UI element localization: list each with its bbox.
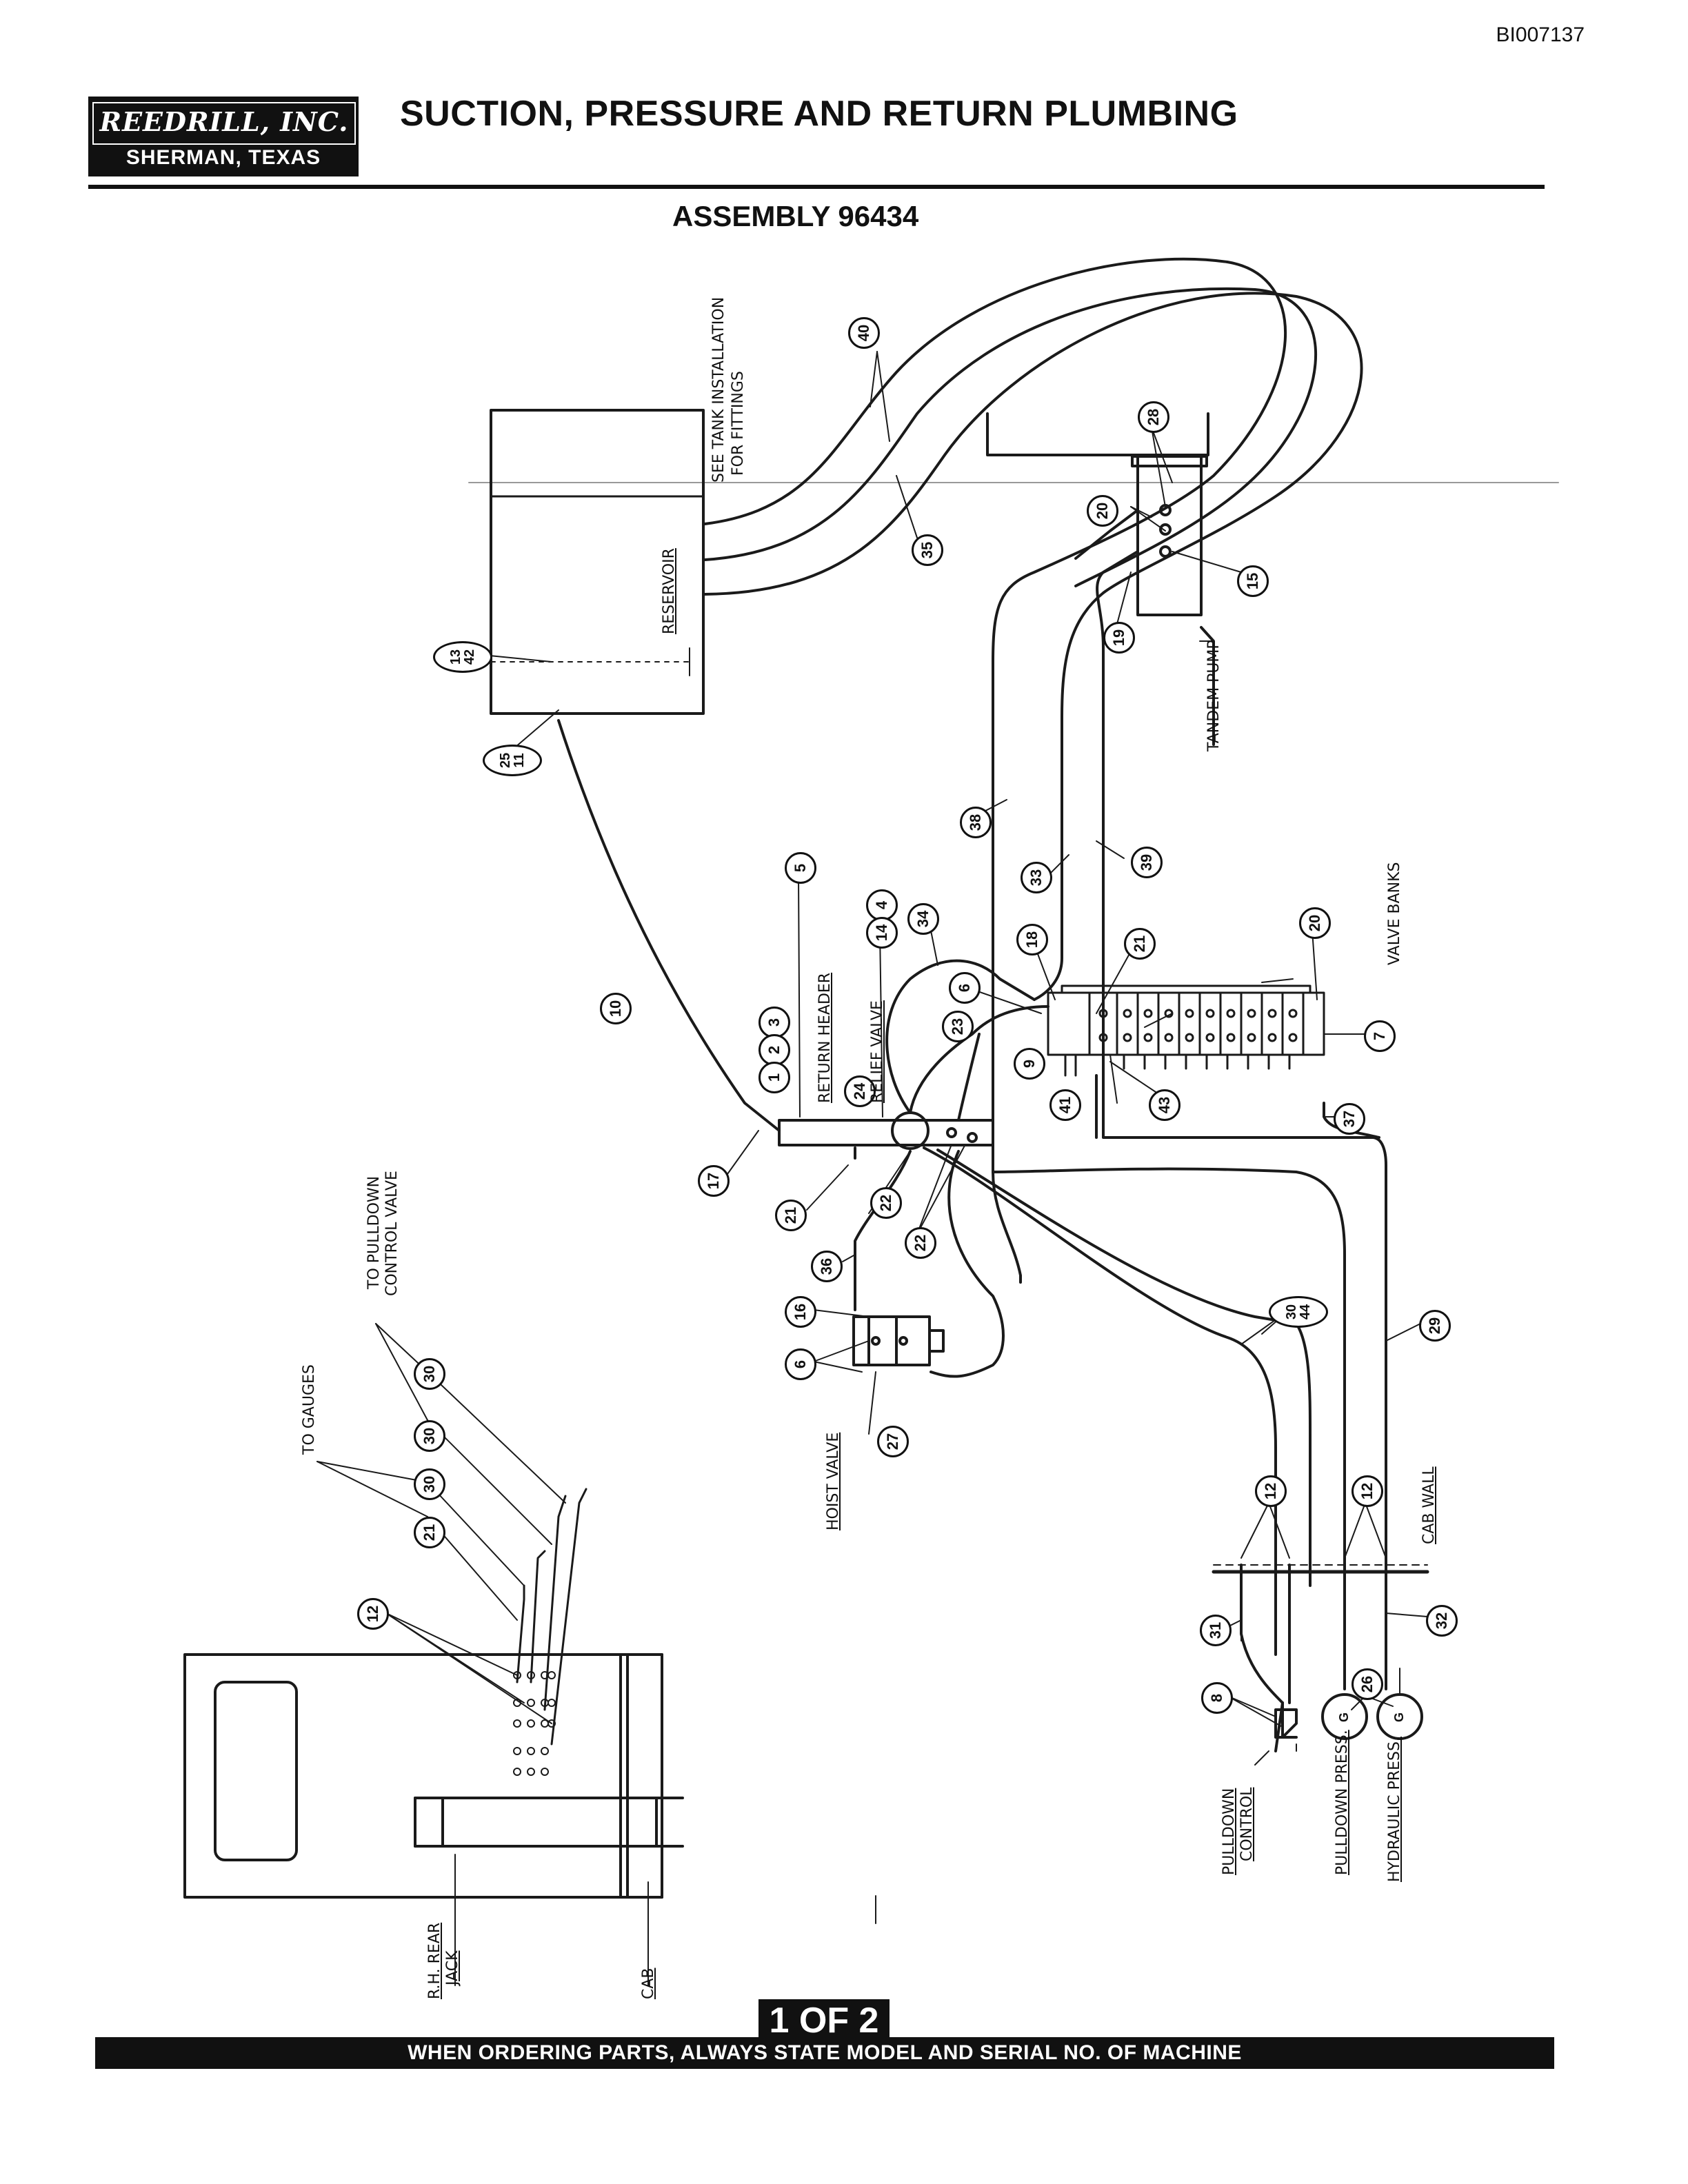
pulldown-control bbox=[1274, 1701, 1298, 1752]
valve-bank bbox=[1047, 984, 1325, 1077]
console-lines bbox=[516, 1488, 587, 1746]
label-return-header: RETURN HEADER bbox=[816, 972, 834, 1103]
callout-leaders bbox=[316, 351, 1428, 1986]
label-hydraulic-press: HYDRAULIC PRESS. bbox=[1386, 1737, 1403, 1882]
callout-7: 7 bbox=[1364, 1020, 1396, 1052]
callout-33: 33 bbox=[1021, 862, 1052, 893]
callout-28: 28 bbox=[1138, 401, 1169, 433]
callout-21-b: 21 bbox=[775, 1200, 807, 1231]
callout-29: 29 bbox=[1419, 1310, 1451, 1342]
label-cab-wall: CAB WALL bbox=[1420, 1466, 1438, 1544]
callout-26: 26 bbox=[1352, 1668, 1383, 1700]
callout-30-b: 30 bbox=[414, 1420, 445, 1452]
callout-13-42: 13 42 bbox=[433, 641, 492, 673]
pressure-lines bbox=[1033, 509, 1387, 1587]
callout-40: 40 bbox=[848, 317, 880, 349]
label-tandem-pump: TANDEM PUMP bbox=[1205, 640, 1223, 751]
callout-32: 32 bbox=[1426, 1605, 1458, 1637]
cab-wall bbox=[1212, 1564, 1429, 1574]
label-to-gauges: TO GAUGES bbox=[301, 1364, 318, 1455]
callout-6-b: 6 bbox=[785, 1348, 816, 1380]
callout-34: 34 bbox=[907, 903, 939, 935]
callout-16: 16 bbox=[785, 1296, 816, 1328]
header-rule bbox=[88, 185, 1545, 189]
callout-12-c: 12 bbox=[357, 1598, 389, 1630]
reservoir-hoses bbox=[703, 257, 1363, 1139]
callout-41: 41 bbox=[1049, 1089, 1081, 1121]
callout-14: 14 bbox=[866, 917, 898, 949]
callout-30-a: 30 bbox=[414, 1358, 445, 1390]
label-pulldown-control-2: CONTROL bbox=[1238, 1787, 1256, 1861]
cab bbox=[183, 1653, 684, 1899]
company-name: REEDRILL, INC. bbox=[99, 106, 349, 137]
callout-21-c: 21 bbox=[414, 1517, 445, 1548]
label-valve-banks: VALVE BANKS bbox=[1386, 862, 1403, 965]
callout-20-bank: 20 bbox=[1299, 907, 1331, 939]
callout-1: 1 bbox=[758, 1062, 790, 1093]
callout-38: 38 bbox=[960, 807, 992, 838]
callout-10: 10 bbox=[600, 993, 632, 1024]
logo-name-panel: REEDRILL, INC. bbox=[92, 102, 356, 145]
label-reservoir: RESERVOIR bbox=[661, 548, 678, 634]
label-relief-valve: RELIEF VALVE bbox=[869, 1000, 886, 1103]
callout-5: 5 bbox=[785, 852, 816, 884]
tandem-pump bbox=[986, 412, 1215, 746]
label-pulldown-control-1: PULLDOWN bbox=[1220, 1788, 1238, 1875]
callout-30-44: 30 44 bbox=[1269, 1296, 1328, 1328]
company-city: SHERMAN, TEXAS bbox=[125, 146, 321, 169]
footer-notice: WHEN ORDERING PARTS, ALWAYS STATE MODEL … bbox=[95, 2037, 1554, 2069]
label-cab: CAB bbox=[640, 1968, 657, 1999]
company-logo: REEDRILL, INC. SHERMAN, TEXAS bbox=[88, 97, 359, 176]
callout-37: 37 bbox=[1334, 1103, 1365, 1135]
callout-15: 15 bbox=[1237, 565, 1269, 597]
callout-22-b: 22 bbox=[905, 1227, 936, 1259]
callout-18: 18 bbox=[1016, 924, 1048, 956]
callout-43: 43 bbox=[1149, 1089, 1180, 1121]
return-lines bbox=[557, 719, 1380, 1656]
callout-6: 6 bbox=[949, 972, 981, 1004]
gauge-g-1: G bbox=[1336, 1712, 1351, 1723]
callout-12-b: 12 bbox=[1352, 1475, 1383, 1507]
reservoir bbox=[490, 409, 705, 715]
label-to-pulldown-2: CONTROL VALVE bbox=[383, 1171, 401, 1296]
callout-31: 31 bbox=[1200, 1615, 1232, 1646]
gauge-g-2: G bbox=[1391, 1712, 1406, 1723]
callout-35: 35 bbox=[912, 534, 943, 566]
callout-25-11: 25 11 bbox=[483, 745, 542, 776]
callout-21: 21 bbox=[1124, 928, 1156, 960]
label-to-pulldown-1: TO PULLDOWN bbox=[365, 1175, 383, 1289]
callout-30-c: 30 bbox=[414, 1468, 445, 1500]
callout-19: 19 bbox=[1103, 622, 1135, 654]
callout-39: 39 bbox=[1131, 847, 1163, 878]
label-rh-rear-jack-2: JACK bbox=[444, 1950, 461, 1985]
callout-36: 36 bbox=[811, 1251, 843, 1282]
document-id: BI007137 bbox=[1496, 23, 1585, 46]
page-indicator: 1 OF 2 bbox=[758, 1999, 890, 2042]
callout-12-a: 12 bbox=[1255, 1475, 1287, 1507]
callout-23: 23 bbox=[942, 1011, 974, 1042]
callout-17: 17 bbox=[698, 1165, 730, 1197]
callout-9: 9 bbox=[1014, 1048, 1045, 1080]
callout-20: 20 bbox=[1087, 495, 1118, 527]
label-rh-rear-jack-1: R.H. REAR bbox=[426, 1922, 443, 1999]
page-title: SUCTION, PRESSURE AND RETURN PLUMBING bbox=[400, 94, 1238, 134]
assembly-number: ASSEMBLY 96434 bbox=[672, 200, 919, 232]
callout-22-a: 22 bbox=[870, 1187, 902, 1219]
label-tank-note-1: SEE TANK INSTALLATION bbox=[710, 296, 727, 483]
return-header bbox=[778, 1111, 994, 1150]
label-pulldown-press: PULLDOWN PRESS. bbox=[1334, 1730, 1351, 1875]
console-holes bbox=[513, 1671, 556, 1776]
callout-8: 8 bbox=[1201, 1682, 1233, 1714]
label-hoist-valve: HOIST VALVE bbox=[825, 1432, 842, 1530]
callout-27: 27 bbox=[877, 1426, 909, 1457]
label-tank-note-2: FOR FITTINGS bbox=[730, 371, 747, 476]
